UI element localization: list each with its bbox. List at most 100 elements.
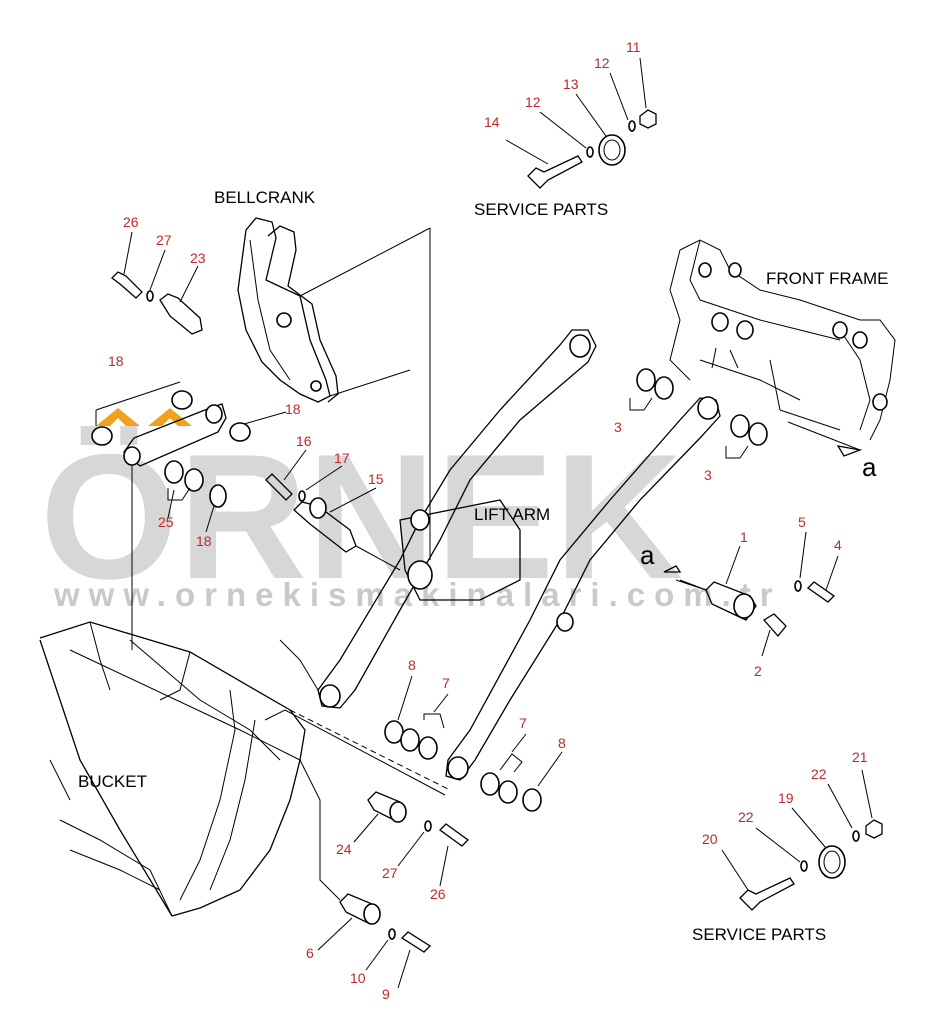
ring-19 [818,845,846,879]
pin-1 [705,581,757,621]
shim-25-a [164,460,184,484]
bellcrank-mount-boss [410,509,430,531]
parts-arm-bottom [384,713,542,812]
shim-3-a [636,368,656,392]
ring-19-inner [823,850,841,874]
part-number-26: 26 [430,886,446,902]
leader-lines [123,57,873,989]
shim-7-c [480,772,500,796]
washer-10 [388,928,396,940]
lift-arm-right-top-boss [697,396,719,420]
label-service-parts-top: SERVICE PARTS [474,200,608,219]
frame-pin-hole-3 [852,331,868,349]
oring-18-b [91,426,113,446]
part-number-13: 13 [563,76,579,92]
nut-11 [639,109,657,129]
bolt-16 [265,473,293,501]
part-number-18: 18 [196,533,212,549]
parts-service-top [527,109,657,189]
part-numbers: 11 12 13 12 14 26 27 23 18 18 16 17 15 2… [108,39,868,1002]
washer-22-a [800,860,808,872]
shim-25-b [184,468,204,492]
bolt-26-bottom [439,823,469,847]
lift-arm-right-bottom-boss [447,756,469,780]
washer-27-top [146,290,154,302]
part-number-1: 1 [740,529,748,545]
part-number-8: 8 [558,735,566,751]
watermark: ÖRNEK www.ornekismakinalari.com.tr [40,408,773,616]
pin-1-flange [733,593,755,619]
shim-3-d [748,422,768,446]
bolt-9 [400,931,432,953]
label-service-parts-bottom: SERVICE PARTS [692,925,826,944]
part-number-11: 11 [626,39,641,55]
label-view-a-mid: a [640,540,655,570]
ring-13-inner [603,139,621,161]
part-number-7: 7 [519,715,527,731]
part-number-5: 5 [798,514,806,530]
part-number-26: 26 [123,214,139,230]
part-number-10: 10 [350,970,366,986]
parts-bucket-pins [339,791,469,953]
part-number-18: 18 [285,401,301,417]
part-number-6: 6 [306,945,314,961]
shim-3-c [730,414,750,438]
ring-13 [598,134,626,166]
pin-15 [293,501,357,553]
washer-17 [298,490,306,502]
pin-24-flange [389,801,407,823]
part-number-25: 25 [158,514,174,530]
shim-3-b [654,376,674,400]
part-number-18: 18 [108,353,124,369]
part-number-22: 22 [811,766,827,782]
part-number-19: 19 [778,790,794,806]
bellcrank-hole [276,312,292,328]
part-number-22: 22 [738,809,754,825]
parts-service-bottom [739,819,883,911]
part-number-27: 27 [156,232,172,248]
bellcrank-hole-lower [310,380,322,392]
parts-frame-shims [629,368,768,459]
frame-pin-hole-7 [728,262,742,278]
parts-bellcrank-area [91,271,401,571]
bellcrank-drawing [237,217,431,403]
shim-7-d [498,780,518,804]
plate-2 [762,613,787,638]
part-number-3: 3 [614,419,622,435]
watermark-accent [96,408,140,426]
part-number-16: 16 [296,433,312,449]
lift-arm-left-top-boss [569,334,591,358]
pin-15-flange [309,497,327,519]
label-view-a-right: a [862,452,877,482]
washer-12-a [586,146,594,158]
bolt-14 [527,155,583,189]
lift-arm-drawing [279,228,721,781]
part-number-3: 3 [704,467,712,483]
part-number-27: 27 [382,865,398,881]
frame-pin-hole-1 [711,312,729,332]
pin-6-flange [363,903,381,925]
bucket-drawing [39,621,451,917]
part-number-24: 24 [336,841,352,857]
label-lift-arm: LIFT ARM [474,505,550,524]
nut-21 [865,819,883,839]
part-number-14: 14 [484,114,500,130]
washer-22-b [852,830,860,842]
washer-27-bottom [424,820,432,832]
part-number-15: 15 [368,471,384,487]
frame-pin-hole-2 [736,320,754,340]
bolt-26-top [111,271,143,299]
part-number-2: 2 [754,663,762,679]
oring-18-d [209,484,227,508]
part-number-4: 4 [834,537,842,553]
watermark-accent-2 [148,408,192,426]
label-bucket: BUCKET [78,772,147,791]
link-boss-right [205,404,223,424]
watermark-brand: ÖRNEK [40,417,683,616]
bolt-4 [806,581,836,603]
text-labels: BELLCRANK SERVICE PARTS FRONT FRAME LIFT… [78,188,888,944]
oring-8-b [522,788,542,812]
shim-7-a [400,728,420,752]
part-number-20: 20 [702,831,718,847]
part-number-17: 17 [334,450,350,466]
